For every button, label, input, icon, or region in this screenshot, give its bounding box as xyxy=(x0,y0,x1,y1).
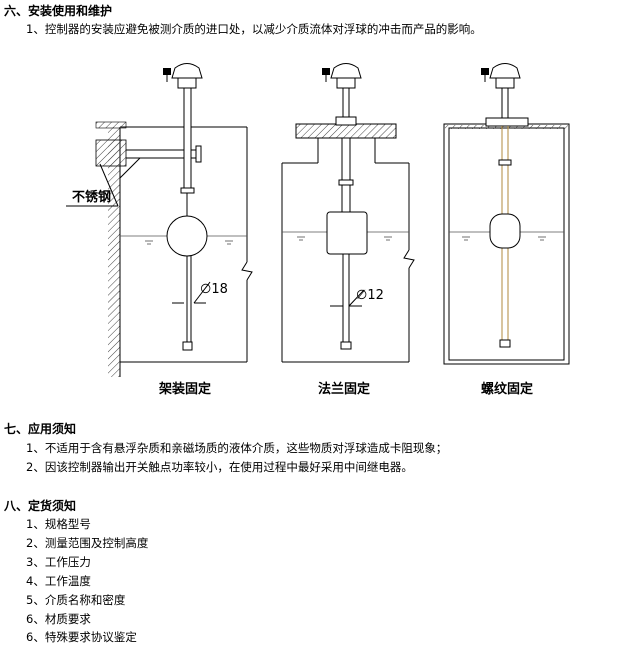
section-8-item-1: 1、规格型号 xyxy=(26,517,91,531)
section-7-item-2: 2、因该控制器输出开关触点功率较小，在使用过程中最好采用中间继电器。 xyxy=(26,460,413,474)
caption-thread-mount: 螺纹固定 xyxy=(481,381,533,397)
dim-12: ∅12 xyxy=(356,288,384,303)
section-6-title: 六、安装使用和维护 xyxy=(4,4,113,18)
flange xyxy=(295,123,397,139)
rack-mount-figure: ∅18 不锈钢 架装固定 xyxy=(66,63,253,397)
float-capsule xyxy=(489,213,521,249)
stainless-label: 不锈钢 xyxy=(72,189,111,205)
flange-mount-figure: ∅12 法兰固定 xyxy=(281,63,415,397)
section-8-item-3: 3、工作压力 xyxy=(26,555,91,569)
section-8-title: 八、定货须知 xyxy=(4,499,77,513)
section-8-item-7: 6、特殊要求协议鉴定 xyxy=(26,630,137,644)
float-ball xyxy=(166,215,208,257)
section-8-item-5: 5、介质名称和密度 xyxy=(26,593,126,607)
dim-18: ∅18 xyxy=(200,282,228,297)
section-8-item-4: 4、工作温度 xyxy=(26,574,91,588)
thread-mount-figure: 螺纹固定 xyxy=(443,63,570,397)
float-block xyxy=(326,211,368,255)
section-8-item-2: 2、测量范围及控制高度 xyxy=(26,536,149,550)
installation-diagram: ∅18 不锈钢 架装固定 xyxy=(66,63,570,397)
section-8-item-6: 6、材质要求 xyxy=(26,612,91,626)
section-6-item-1: 1、控制器的安装应避免被测介质的进口处，以减少介质流体对浮球的冲击而产品的影响。 xyxy=(26,22,482,36)
section-7-item-1: 1、不适用于含有悬浮杂质和亲磁场质的液体介质，这些物质对浮球造成卡阻现象； xyxy=(26,441,448,455)
caption-flange-mount: 法兰固定 xyxy=(318,381,370,397)
caption-rack-mount: 架装固定 xyxy=(158,381,211,397)
section-7-title: 七、应用须知 xyxy=(4,422,77,436)
bracket-block xyxy=(95,139,127,167)
